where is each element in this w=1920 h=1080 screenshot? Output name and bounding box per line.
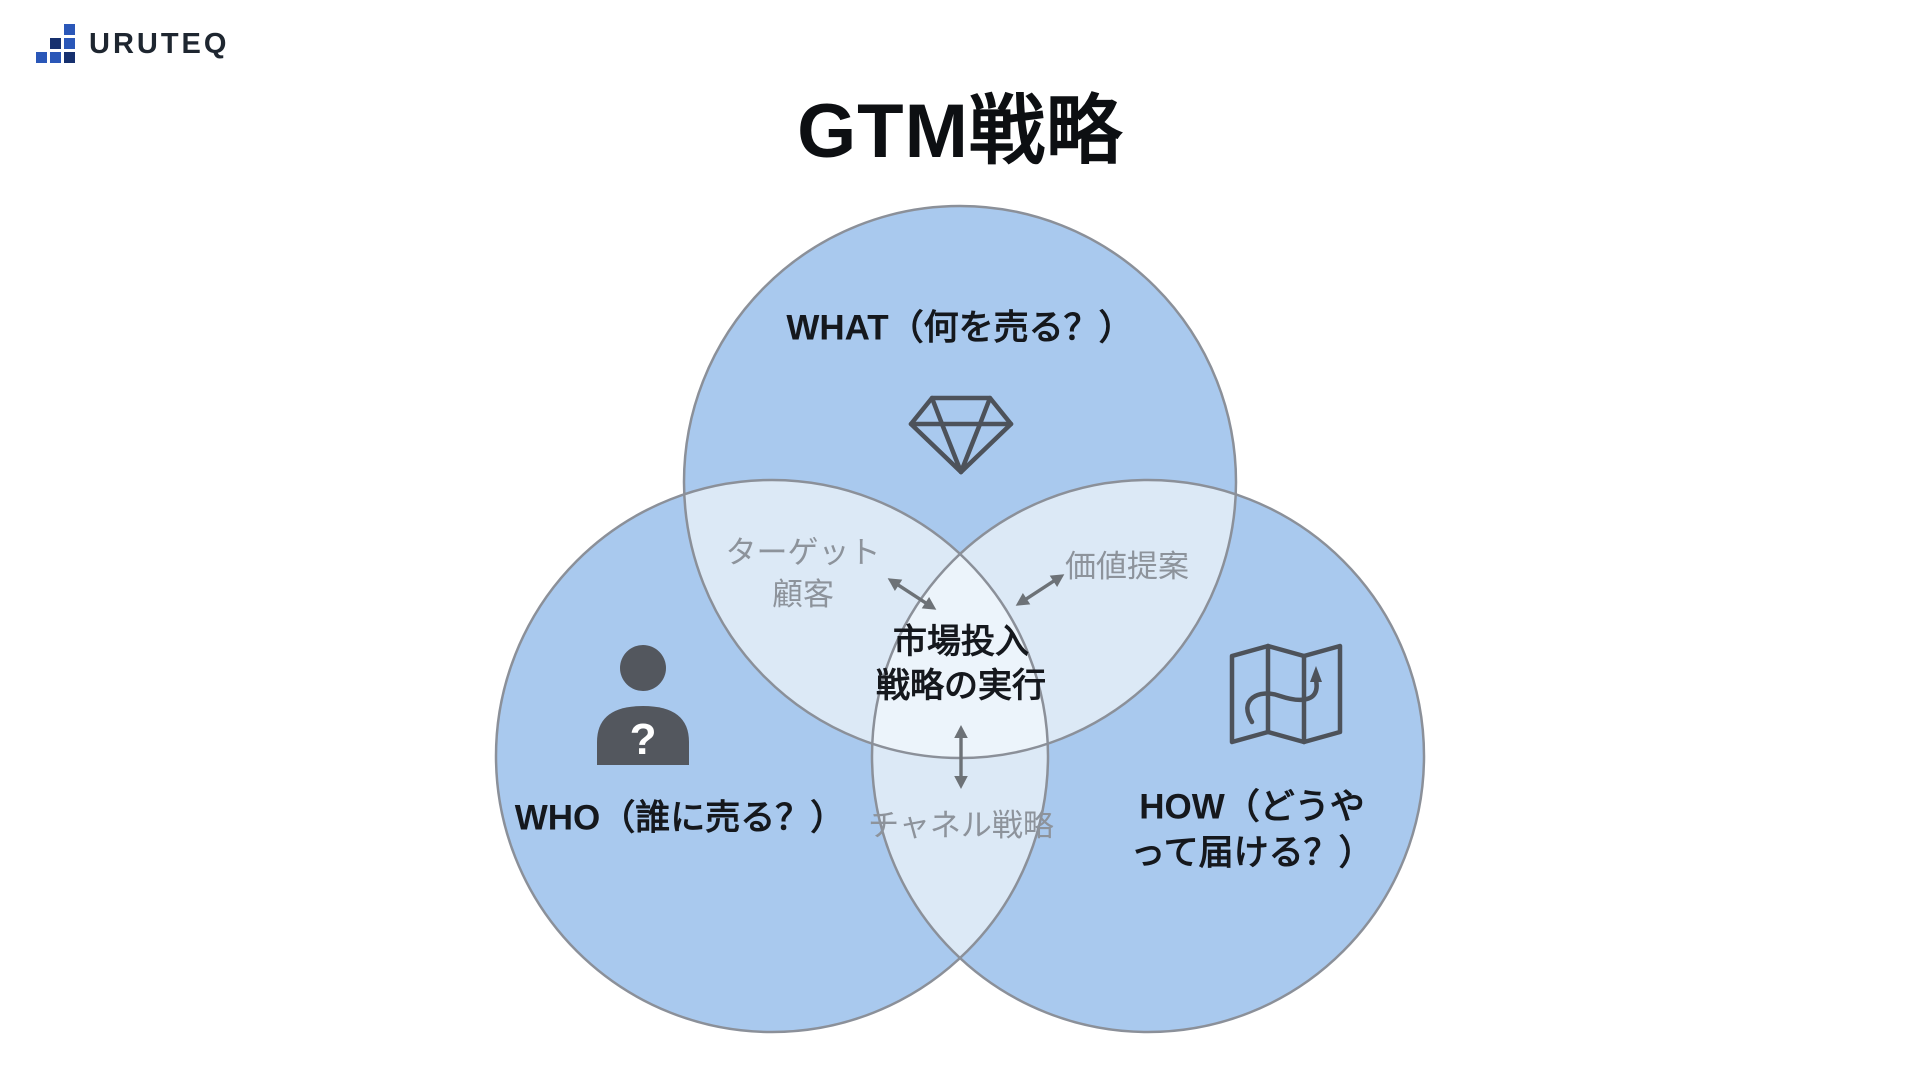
question-mark: ? [630, 715, 657, 764]
diamond-icon [908, 395, 1014, 475]
value-proposition-label: 価値提案 [1065, 549, 1189, 585]
logo-icon [36, 24, 75, 63]
circle-who-outline [494, 478, 1050, 1034]
center-label: 市場投入 戦略の実行 [876, 622, 1046, 705]
arrow-target-to-center-icon [887, 578, 937, 610]
target-customer-label: ターゲット 顧客 [725, 535, 881, 612]
map-route-icon [1229, 643, 1343, 745]
person-question-icon: ? [597, 645, 689, 765]
page-title: GTM戦略 [797, 89, 1123, 174]
circle-how-outline [870, 478, 1426, 1034]
what-circle-label: WHAT（何を売る？） [786, 308, 1134, 348]
who-circle-label: WHO（誰に売る？） [514, 798, 846, 838]
brand-name: URUTEQ [89, 27, 230, 60]
channel-strategy-label: チャネル戦略 [868, 808, 1054, 844]
how-circle-label: HOW（どうや って届ける？） [1130, 787, 1374, 873]
arrow-value-to-center-icon [1015, 574, 1065, 606]
arrow-channel-to-center-icon [954, 725, 968, 789]
brand-logo: URUTEQ [36, 24, 229, 64]
